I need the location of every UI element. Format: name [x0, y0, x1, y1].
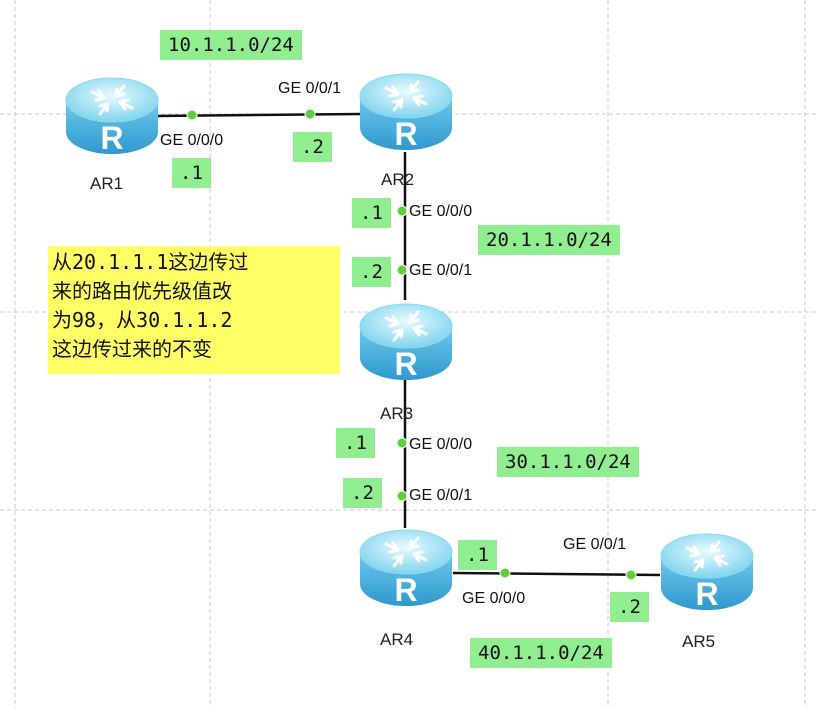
network-label-30: 30.1.1.0/24	[497, 447, 639, 477]
port-dot-ar3-up	[396, 264, 408, 276]
network-label-40: 40.1.1.0/24	[470, 638, 612, 668]
port-label-ar4-up: GE 0/0/1	[409, 487, 473, 504]
host-id-ar5-net4: .2	[610, 592, 649, 622]
network-label-20: 20.1.1.0/24	[478, 225, 620, 255]
port-dot-ar1	[186, 109, 198, 121]
host-id-ar4-net4: .1	[458, 540, 497, 570]
port-label-ar2-up: GE 0/0/1	[278, 80, 342, 97]
host-id-ar3-net3: .1	[336, 428, 375, 458]
annotation-note: 从20.1.1.1这边传过 来的路由优先级值改 为98，从30.1.1.2 这边…	[48, 246, 340, 374]
port-dot-ar3-down	[396, 437, 408, 449]
host-id-ar4-net3: .2	[343, 478, 382, 508]
router-name-ar3: AR3	[380, 404, 414, 423]
router-name-ar4: AR4	[380, 630, 414, 649]
port-dot-ar2-up	[304, 108, 316, 120]
port-dot-ar4-right	[499, 567, 511, 579]
host-id-ar1: .1	[172, 158, 211, 188]
link-ar4-ar5	[452, 571, 661, 577]
note-line: 这边传过来的不变	[52, 337, 212, 361]
router-name-ar5: AR5	[682, 632, 716, 651]
router-icon-ar3[interactable]	[358, 302, 454, 384]
port-dots	[186, 108, 637, 581]
note-line: 为98，从30.1.1.2	[52, 308, 233, 332]
note-line: 来的路由优先级值改	[52, 279, 232, 303]
host-id-ar2-net1: .2	[293, 132, 332, 162]
router-icon-ar2[interactable]	[358, 72, 454, 154]
port-dot-ar4-up	[396, 490, 408, 502]
port-label-ar3-down: GE 0/0/0	[409, 436, 473, 453]
note-line: 从20.1.1.1这边传过	[52, 250, 249, 274]
router-name-ar1: AR1	[90, 174, 124, 193]
network-label-10: 10.1.1.0/24	[160, 30, 302, 60]
port-label-ar2-down: GE 0/0/0	[409, 203, 473, 220]
port-label-ar5: GE 0/0/1	[563, 536, 627, 553]
port-dot-ar2-down	[396, 205, 408, 217]
port-label-ar1: GE 0/0/0	[160, 132, 224, 149]
port-label-ar3-up: GE 0/0/1	[409, 262, 473, 279]
host-id-ar3-net2: .2	[352, 257, 391, 287]
port-dot-ar5	[625, 569, 637, 581]
router-icon-ar4[interactable]	[358, 528, 454, 610]
host-id-ar2-net2: .1	[352, 198, 391, 228]
router-icon-ar1[interactable]	[64, 76, 160, 158]
port-label-ar4-right: GE 0/0/0	[462, 590, 526, 607]
router-icon-ar5[interactable]	[659, 532, 755, 614]
router-name-ar2: AR2	[381, 170, 415, 189]
